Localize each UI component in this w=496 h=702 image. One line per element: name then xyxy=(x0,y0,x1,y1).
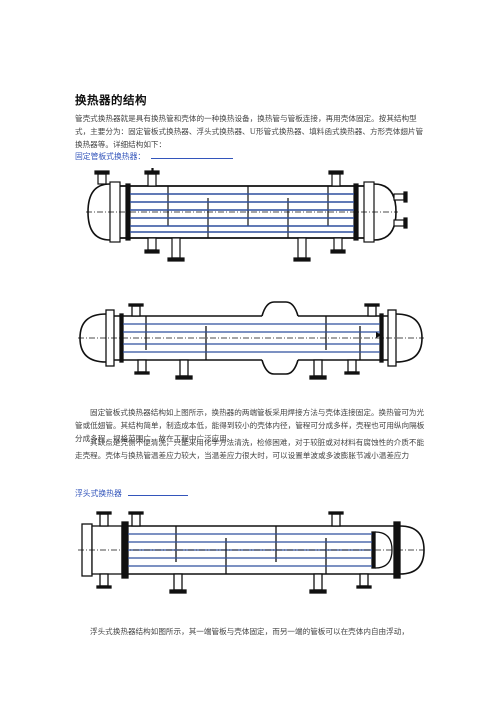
section-heading-fixed-text: 固定管板式换热器： xyxy=(75,152,146,161)
section-heading-fixed-tube-sheet: 固定管板式换热器： xyxy=(75,151,234,162)
section-heading-floating-text: 浮头式换热器 xyxy=(75,489,122,498)
heading-underline xyxy=(127,489,188,496)
fixed-tube-sheet-exchanger-drawing xyxy=(86,168,408,262)
floating-description-paragraph: 浮头式换热器结构如图所示，其一端管板与壳体固定，而另一端的管板可以在壳体内自由浮… xyxy=(90,627,409,636)
fixed-description-paragraph: 固定管板式换热器结构如上图所示，换热器的两端管板采用焊接方法与壳体连接固定。换热… xyxy=(75,408,425,443)
intro-paragraph: 管壳式换热器就是具有换热管和壳体的一种换热设备，换热管与管板连接，再用壳体固定。… xyxy=(75,114,424,149)
fixed-drawbacks-paragraph: 其缺点是壳侧不便清洗，只能采用化学方法清洗，检修困难，对于较脏或对材料有腐蚀性的… xyxy=(75,438,425,460)
heading-underline xyxy=(151,152,234,159)
section-heading-floating-head: 浮头式换热器 xyxy=(75,488,188,499)
floating-head-exchanger-drawing xyxy=(78,511,425,594)
fixed-tube-sheet-exchanger-with-expansion-joint-drawing xyxy=(78,301,424,380)
page-title: 换热器的结构 xyxy=(75,93,147,107)
